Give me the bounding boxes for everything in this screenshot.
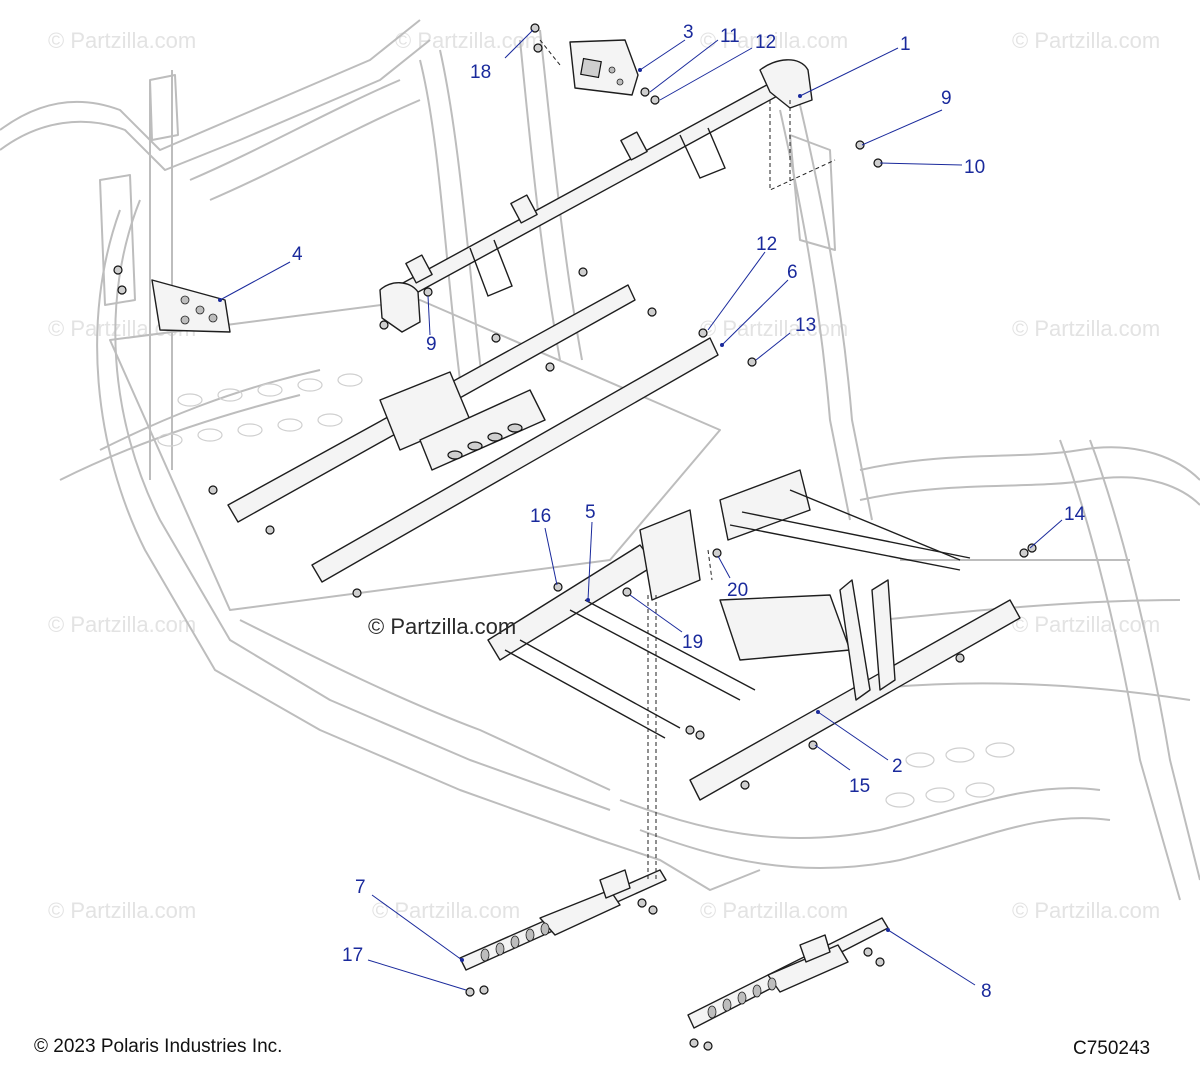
part-seat-frame-rear <box>487 469 1021 801</box>
callout-7[interactable]: 7 <box>355 877 366 898</box>
callout-13[interactable]: 13 <box>795 315 816 336</box>
watermark: © Partzilla.com <box>1012 612 1160 637</box>
callout-16[interactable]: 16 <box>530 506 551 527</box>
callout-17[interactable]: 17 <box>342 945 363 966</box>
callout-leaders <box>219 29 1063 991</box>
callout-4[interactable]: 4 <box>292 244 303 265</box>
callout-10[interactable]: 10 <box>964 157 985 178</box>
callout-9-right[interactable]: 9 <box>941 88 952 109</box>
watermark: © Partzilla.com <box>700 898 848 923</box>
alignment-lines <box>539 39 836 880</box>
part-mount-plate-8 <box>687 917 889 1029</box>
callout-6[interactable]: 6 <box>787 262 798 283</box>
callout-2[interactable]: 2 <box>892 756 903 777</box>
watermark: © Partzilla.com <box>1012 898 1160 923</box>
watermark: © Partzilla.com <box>48 28 196 53</box>
callout-5[interactable]: 5 <box>585 502 596 523</box>
callout-14[interactable]: 14 <box>1064 504 1086 525</box>
callout-1[interactable]: 1 <box>900 34 911 55</box>
callout-20[interactable]: 20 <box>727 580 748 601</box>
watermark: © Partzilla.com <box>1012 316 1160 341</box>
part-mount-plate-7 <box>459 869 667 971</box>
watermark-center: © Partzilla.com <box>368 614 516 639</box>
copyright-text: © 2023 Polaris Industries Inc. <box>34 1036 283 1057</box>
callout-12-top[interactable]: 12 <box>755 32 776 53</box>
callout-18[interactable]: 18 <box>470 62 491 83</box>
diagram-code: C750243 <box>1073 1038 1151 1059</box>
vehicle-frame <box>0 19 1200 901</box>
part-bracket-upper <box>569 39 639 96</box>
watermark: © Partzilla.com <box>700 316 848 341</box>
part-seat-rail-front <box>227 284 719 583</box>
part-cross-tube <box>379 59 813 333</box>
callout-19[interactable]: 19 <box>682 632 703 653</box>
watermark: © Partzilla.com <box>372 898 520 923</box>
watermark: © Partzilla.com <box>48 612 196 637</box>
callout-9-left[interactable]: 9 <box>426 334 437 355</box>
callout-15[interactable]: 15 <box>849 776 870 797</box>
callouts: 1 2 3 4 5 6 7 8 9 9 10 11 12 12 13 14 15… <box>292 22 1086 1002</box>
callout-11[interactable]: 11 <box>720 26 740 47</box>
callout-3[interactable]: 3 <box>683 22 694 43</box>
callout-12-mid[interactable]: 12 <box>756 234 777 255</box>
part-bracket-left <box>151 279 231 333</box>
callout-leader-dots <box>218 68 890 962</box>
fasteners <box>113 23 1037 1051</box>
watermark: © Partzilla.com <box>48 898 196 923</box>
callout-8[interactable]: 8 <box>981 981 992 1002</box>
watermark: © Partzilla.com <box>700 28 848 53</box>
watermark: © Partzilla.com <box>1012 28 1160 53</box>
watermark-layer: © Partzilla.com © Partzilla.com © Partzi… <box>48 28 1160 923</box>
